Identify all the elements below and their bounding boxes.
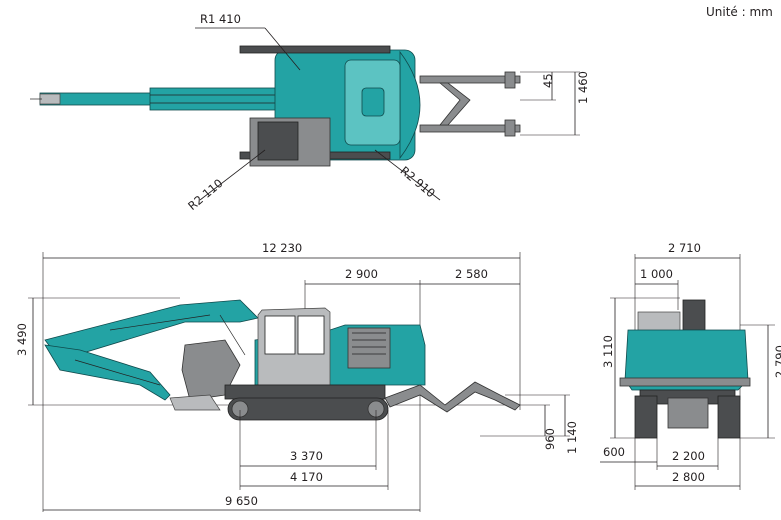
side-engine-grill [347, 327, 391, 369]
label-dim-960: 960 [543, 428, 557, 450]
label-dim-2900: 2 900 [345, 267, 378, 281]
label-r-rear-right: R2 910 [398, 163, 438, 200]
label-dim-1000: 1 000 [640, 267, 673, 281]
top-tool-upper [419, 75, 521, 84]
label-transport-length: 9 650 [225, 494, 258, 508]
label-r-rear-left: R2 110 [185, 176, 225, 213]
label-track-length: 4 170 [290, 470, 323, 484]
label-r-front: R1 410 [200, 12, 241, 26]
side-carbody [224, 384, 386, 400]
label-dim-2580: 2 580 [455, 267, 488, 281]
label-overall-length: 12 230 [262, 241, 302, 255]
label-tumbler-distance: 3 370 [290, 449, 323, 463]
side-cab-window-rear [297, 315, 325, 355]
front-step [619, 377, 751, 387]
label-height: 3 490 [15, 323, 29, 356]
front-track-left [634, 395, 658, 439]
front-cab-top [637, 311, 681, 333]
label-front-height: 3 110 [601, 335, 615, 368]
top-tool-tip-lower [504, 119, 516, 137]
front-view: 2 710 1 000 3 110 2 790 [600, 241, 781, 490]
label-front-height-cab: 2 790 [773, 345, 781, 378]
side-cab-window [264, 315, 296, 355]
side-arm [44, 344, 171, 401]
label-track-width: 2 800 [672, 470, 705, 484]
front-exhaust-block [682, 299, 706, 331]
label-dim-45: 45 [541, 73, 555, 88]
label-dim-1140: 1 140 [565, 421, 579, 454]
side-rear-attachment [384, 381, 521, 413]
top-track-upper [239, 45, 391, 54]
front-track-right [717, 395, 741, 439]
side-view: 12 230 2 900 2 580 3 490 [15, 241, 579, 512]
top-radiator [257, 121, 299, 161]
top-tool-lower [419, 124, 521, 133]
top-view: R1 410 R2 110 R2 910 45 1 460 [30, 12, 590, 213]
label-shoe-width: 600 [603, 445, 625, 459]
top-tool-jaw [438, 82, 471, 126]
label-overall-width: 2 710 [668, 241, 701, 255]
side-track [227, 397, 389, 421]
top-arm-tip [39, 93, 61, 105]
top-tool-tip-upper [504, 71, 516, 89]
top-counterweight [399, 50, 421, 160]
top-seat [361, 87, 385, 117]
label-track-gauge: 2 200 [672, 449, 705, 463]
side-crusher-jaw [169, 394, 221, 411]
label-dim-1460: 1 460 [576, 71, 590, 104]
unit-label: Unité : mm [706, 5, 773, 19]
top-boom [149, 87, 291, 111]
front-center-frame [667, 397, 709, 429]
